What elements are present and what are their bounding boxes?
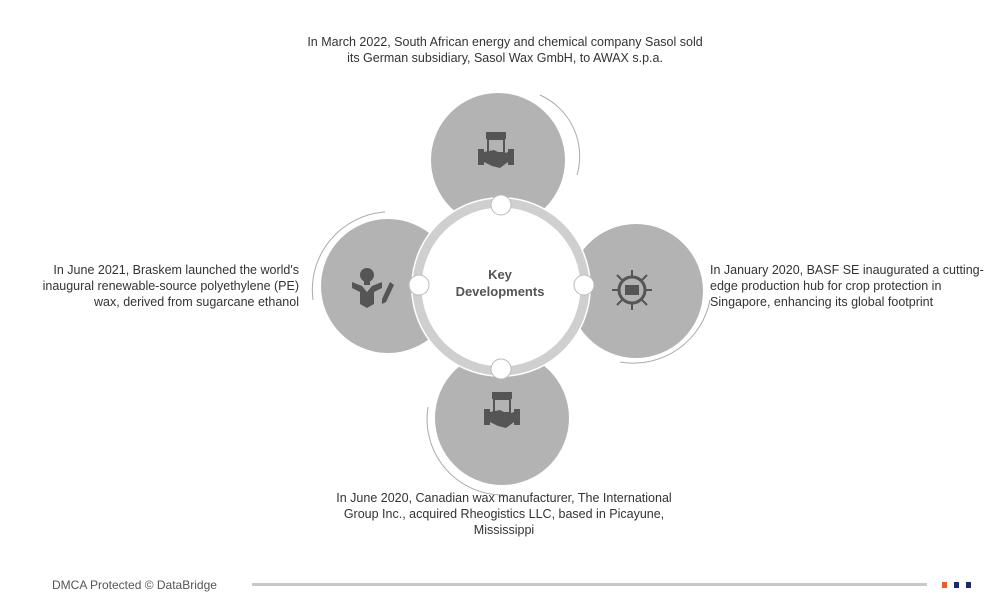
brand-square-navy [954,582,959,588]
handshake-store-icon [484,392,520,428]
center-title: Key Developments [440,266,560,300]
development-top-text: In March 2022, South African energy and … [307,35,703,65]
idea-box-pencil-icon [352,268,394,308]
development-left-text: In June 2021, Braskem launched the world… [42,263,299,309]
brand-square-navy [966,582,971,588]
footer-copyright: DMCA Protected © DataBridge [52,578,217,592]
footer-divider [252,583,927,586]
connector-dot-left [408,274,430,296]
connector-dot-bottom [490,358,512,380]
center-ring-outer [411,197,591,377]
development-bottom-text: In June 2020, Canadian wax manufacturer,… [336,491,672,537]
global-distribution-icon [612,270,652,310]
brand-square-orange [942,582,947,588]
decor-arc-bottom [426,406,506,496]
decor-arc-right [619,299,711,364]
decor-arc-left [311,211,386,301]
connector-dot-top [490,194,512,216]
decor-arc-top [539,94,581,176]
connector-dot-right [573,274,595,296]
center-title-line1: Key [488,267,512,282]
development-right-text: In January 2020, BASF SE inaugurated a c… [710,263,984,309]
handshake-store-icon [478,132,514,168]
center-title-line2: Developments [455,284,545,299]
